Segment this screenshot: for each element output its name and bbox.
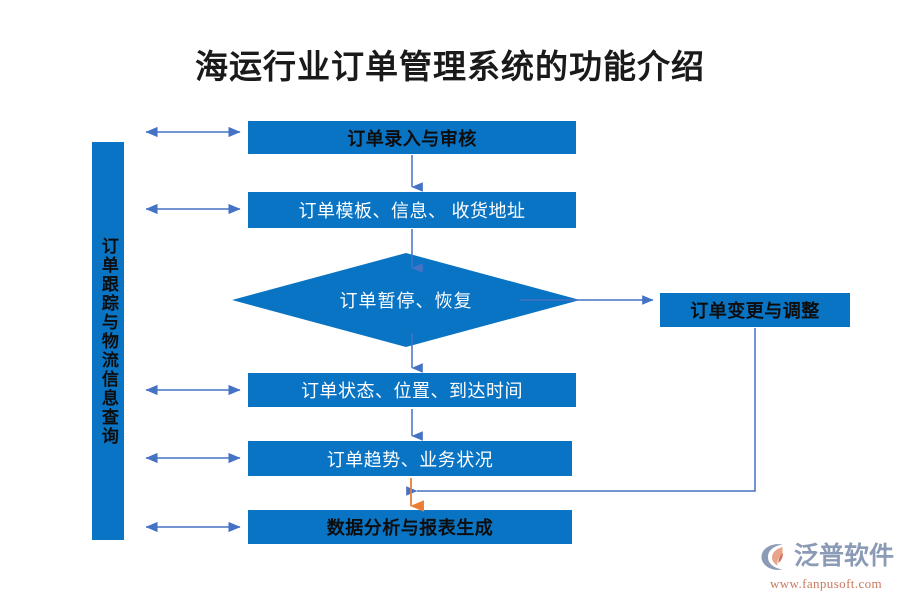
node-label-order-pause-resume: 订单暂停、恢复	[339, 291, 473, 311]
node-shape-order-pause-resume[interactable]	[232, 253, 580, 347]
node-shape-data-analysis-report[interactable]	[248, 510, 572, 544]
node-data-analysis-report[interactable]: 数据分析与报表生成	[248, 510, 572, 544]
node-shape-order-change-adjust[interactable]	[660, 293, 850, 327]
page-title: 海运行业订单管理系统的功能介绍	[195, 50, 705, 86]
node-shape-order-entry-review[interactable]	[248, 121, 576, 154]
node-label-order-status-location: 订单状态、位置、到达时间	[301, 381, 523, 401]
sidebar-order-tracking[interactable]: 订单跟踪与物流信息查询	[92, 142, 124, 540]
node-order-change-adjust[interactable]: 订单变更与调整	[660, 293, 850, 327]
sidebar-label: 订单跟踪与物流信息查询	[98, 236, 118, 446]
node-shape-order-status-location[interactable]	[248, 373, 576, 407]
node-label-order-change-adjust: 订单变更与调整	[690, 301, 820, 321]
sidebar-shape[interactable]	[92, 142, 124, 540]
fanpu-logo[interactable]: 泛普软件 www.fanpusoft.com	[758, 540, 894, 592]
node-order-pause-resume[interactable]: 订单暂停、恢复	[290, 283, 522, 317]
node-shape-order-template-info[interactable]	[248, 192, 576, 228]
node-order-entry-review[interactable]: 订单录入与审核	[248, 121, 576, 154]
fanpu-logo-url: www.fanpusoft.com	[769, 576, 883, 591]
node-shape-order-trend-business[interactable]	[248, 441, 572, 476]
node-label-data-analysis-report: 数据分析与报表生成	[326, 518, 494, 538]
node-label-order-trend-business: 订单趋势、业务状况	[326, 449, 494, 470]
fanpu-logo-brand: 泛普软件	[794, 543, 895, 570]
node-order-status-location[interactable]: 订单状态、位置、到达时间	[248, 373, 576, 407]
node-order-trend-business[interactable]: 订单趋势、业务状况	[248, 441, 572, 476]
node-label-order-template-info: 订单模板、信息、 收货地址	[298, 201, 526, 221]
fanpu-logo-icon	[758, 541, 792, 573]
node-label-order-entry-review: 订单录入与审核	[347, 128, 477, 149]
node-order-template-info[interactable]: 订单模板、信息、 收货地址	[248, 192, 576, 228]
connector-change-feedback-to-analysis	[406, 328, 756, 496]
